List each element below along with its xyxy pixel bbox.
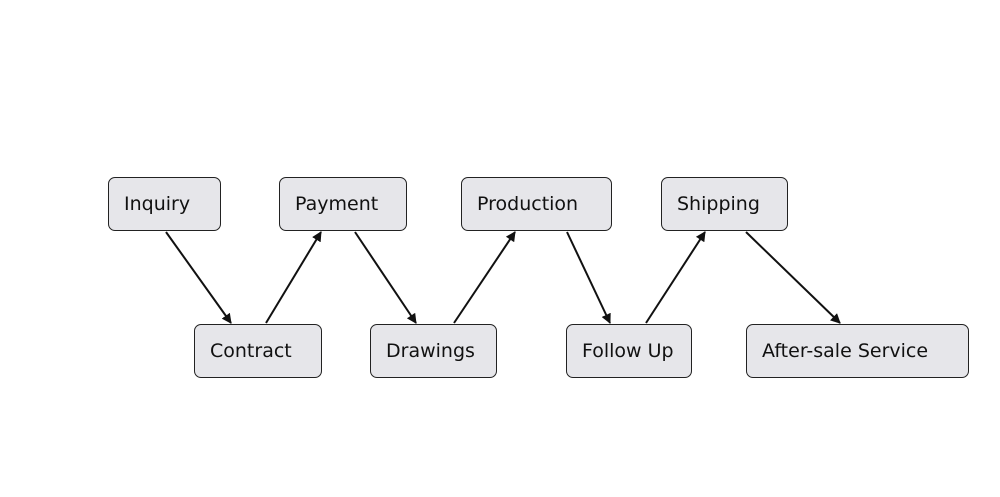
node-label-after-sale-service: After-sale Service bbox=[762, 340, 929, 362]
arrow-drawings-to-production bbox=[453, 231, 516, 324]
arrow-production-to-followup bbox=[566, 231, 611, 324]
node-label-shipping: Shipping bbox=[677, 193, 760, 215]
node-label-payment: Payment bbox=[295, 193, 379, 215]
arrow-shipping-to-aftersale bbox=[745, 231, 841, 324]
node-label-inquiry: Inquiry bbox=[124, 193, 191, 215]
node-shipping: Shipping bbox=[661, 177, 788, 231]
arrow-followup-to-shipping bbox=[645, 231, 706, 324]
node-production: Production bbox=[461, 177, 612, 231]
arrow-inquiry-to-contract bbox=[165, 231, 232, 324]
arrow-payment-to-drawings bbox=[354, 231, 417, 324]
node-label-contract: Contract bbox=[210, 340, 292, 362]
node-after-sale-service: After-sale Service bbox=[746, 324, 969, 378]
node-inquiry: Inquiry bbox=[108, 177, 221, 231]
node-drawings: Drawings bbox=[370, 324, 497, 378]
node-follow-up: Follow Up bbox=[566, 324, 692, 378]
node-contract: Contract bbox=[194, 324, 322, 378]
node-label-production: Production bbox=[477, 193, 579, 215]
arrow-contract-to-payment bbox=[265, 231, 322, 324]
node-label-follow-up: Follow Up bbox=[582, 340, 674, 362]
node-label-drawings: Drawings bbox=[386, 340, 475, 362]
node-payment: Payment bbox=[279, 177, 407, 231]
